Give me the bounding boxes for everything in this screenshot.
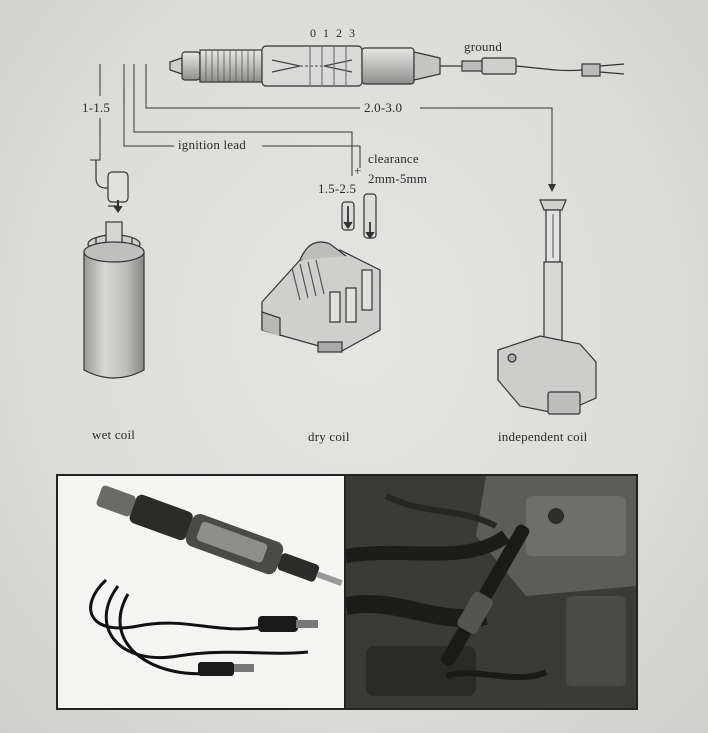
spark-tester-tool	[169, 45, 625, 87]
tester-in-engine-image	[346, 476, 636, 708]
wet-coil-caption: wet coil	[92, 427, 136, 442]
clearance-plus-sign: +	[354, 163, 362, 178]
tester-scale-digits: 0 1 2 3	[310, 26, 357, 40]
ground-label: ground	[464, 39, 503, 54]
engine-bay-photo	[344, 474, 638, 710]
dry-coil-illustration	[261, 193, 381, 353]
gap-independent-label: 2.0-3.0	[364, 100, 403, 115]
clearance-label: clearance	[368, 151, 419, 166]
wet-coil-illustration	[83, 160, 145, 379]
tester-with-cables-image	[89, 485, 343, 676]
ignition-tester-diagram	[83, 45, 625, 415]
clearance-range-label: 2mm-5mm	[368, 171, 428, 186]
independent-coil-illustration	[497, 199, 597, 415]
gap-wet-label: 1-1.5	[82, 100, 111, 115]
dry-coil-caption: dry coil	[308, 429, 350, 444]
independent-coil-caption: independent coil	[498, 429, 588, 444]
gap-dry-label: 1.5-2.5	[318, 181, 357, 196]
ignition-lead-label: ignition lead	[178, 137, 246, 152]
tester-product-photo	[56, 474, 348, 710]
leader-lines	[90, 64, 556, 192]
